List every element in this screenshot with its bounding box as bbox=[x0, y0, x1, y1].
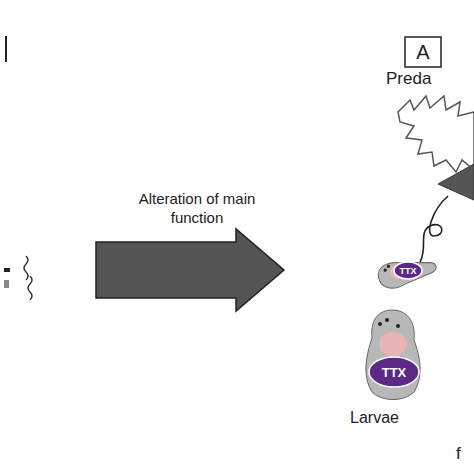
squiggle bbox=[28, 276, 32, 300]
predator-label: Preda bbox=[386, 68, 474, 89]
cropped-letter: f bbox=[456, 443, 474, 464]
node-text: TTX bbox=[382, 365, 407, 380]
mark bbox=[4, 268, 10, 272]
toxin-oval-shape bbox=[394, 262, 422, 279]
toxin-oval: TTX bbox=[393, 261, 423, 280]
node-text: A bbox=[416, 41, 429, 64]
big-arrow bbox=[96, 229, 284, 311]
mark bbox=[4, 280, 9, 288]
predator-outline bbox=[398, 96, 474, 172]
larva-large bbox=[366, 310, 420, 400]
larva-small bbox=[376, 254, 438, 291]
panel-bracket bbox=[5, 36, 7, 62]
panel-letter-box-shape bbox=[405, 37, 441, 67]
toxin-oval-shape bbox=[369, 357, 419, 387]
predator-mouth bbox=[438, 164, 474, 200]
panel-letter-box: A bbox=[404, 36, 442, 68]
node-text: TTX bbox=[400, 266, 417, 276]
arrow-label: Alteration of main function bbox=[130, 190, 264, 228]
toxin-oval: TTX bbox=[368, 356, 420, 388]
larvae-label: Larvae bbox=[350, 408, 440, 428]
squiggle bbox=[24, 256, 28, 280]
curly-line bbox=[420, 196, 448, 262]
